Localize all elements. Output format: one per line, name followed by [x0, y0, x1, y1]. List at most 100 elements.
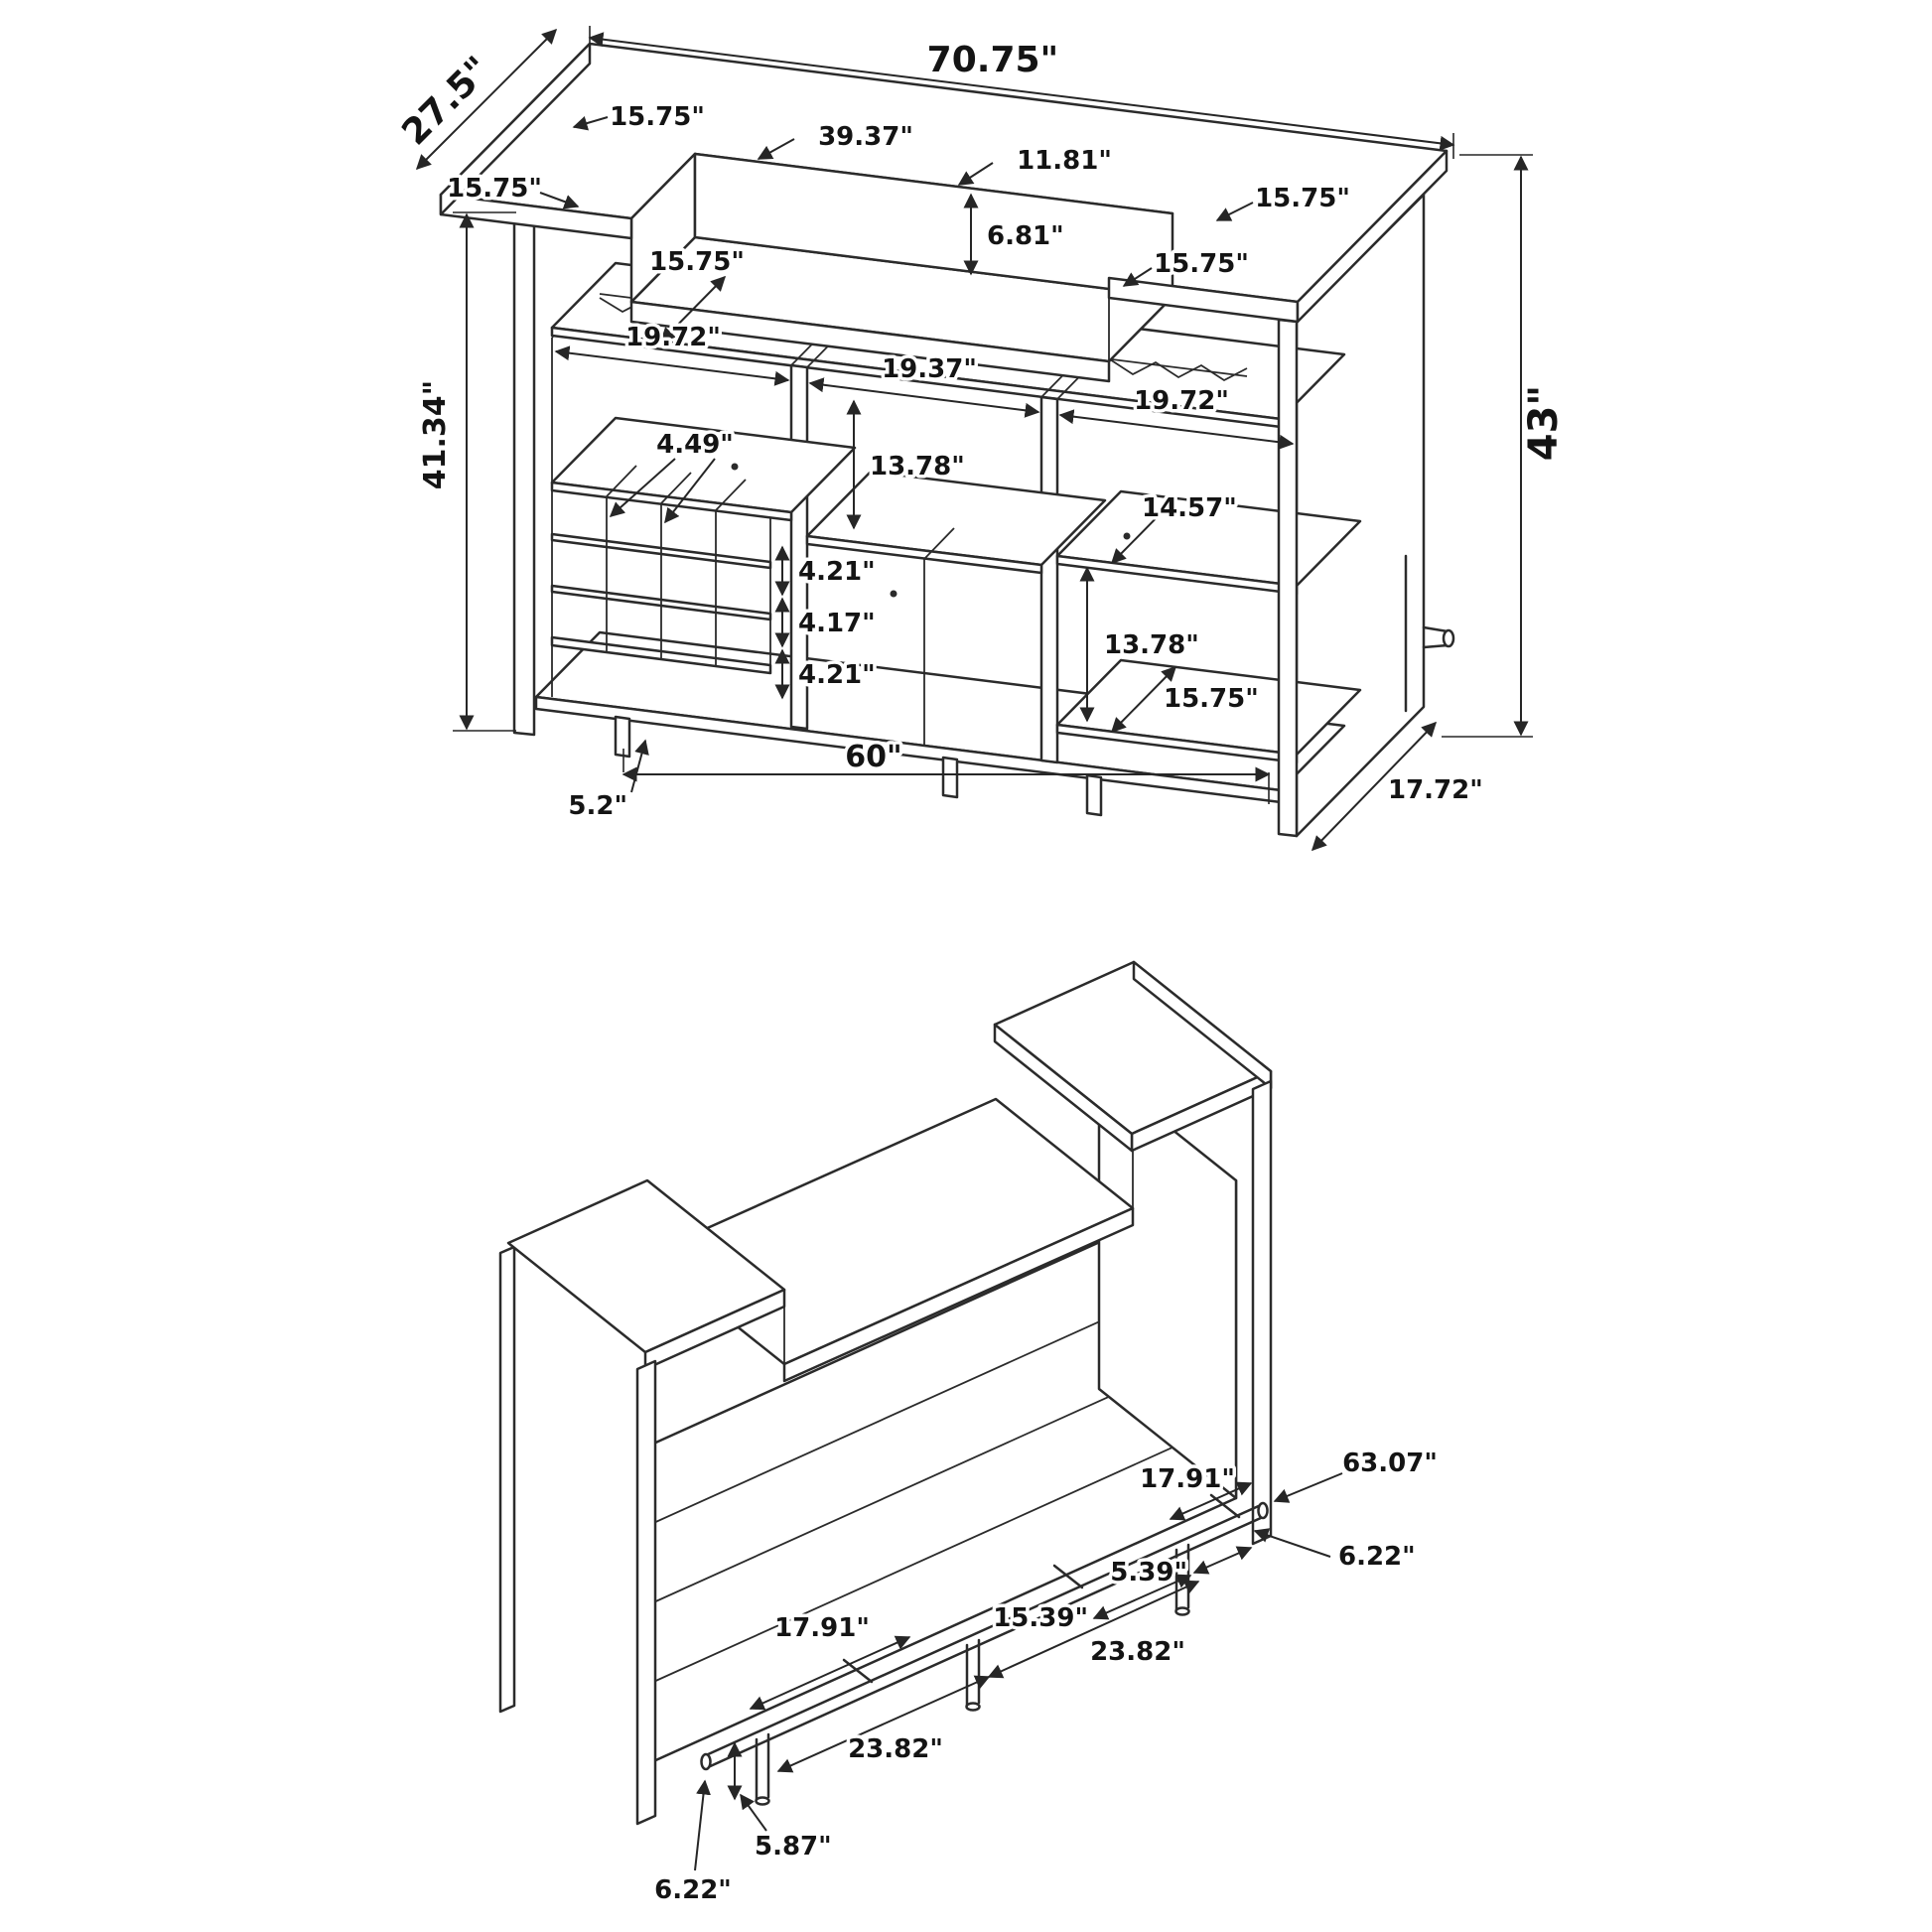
dim-label: 4.49" [656, 430, 734, 460]
middle-lower-divider [923, 527, 955, 746]
ledge-front-face [629, 300, 1111, 383]
dim-label: 6.81" [987, 221, 1064, 251]
dim-label: 5.87" [755, 1832, 832, 1862]
dim-line [808, 377, 1040, 418]
dim-label: 23.82" [848, 1734, 943, 1764]
post-base [965, 1702, 981, 1712]
dim-label: 41.34" [418, 380, 453, 490]
counter-right-side-face [1296, 149, 1449, 324]
dim-label: 63.07" [1342, 1449, 1438, 1478]
dim-line [554, 345, 790, 386]
dim-label: 15.75" [1164, 684, 1259, 714]
dim-line [1311, 721, 1438, 852]
dim-label: 19.72" [1134, 386, 1229, 416]
dim-label: 15.75" [1255, 184, 1350, 213]
dim-label: 5.2" [568, 791, 627, 821]
dim-post-height: 5.87" [727, 1741, 835, 1865]
leader [539, 192, 580, 209]
post-base [755, 1796, 770, 1806]
dim-left-end-spacing: 17.91" [749, 1610, 911, 1711]
bolt-dot [1123, 532, 1131, 540]
foot-left [614, 715, 631, 759]
dim-label: 15.75" [610, 102, 705, 132]
post-base [1174, 1606, 1190, 1616]
dim-right-end-width: 15.75" [1215, 181, 1353, 221]
dim-line [588, 32, 1455, 151]
extension-ticks [1442, 154, 1533, 738]
dim-overall-height: 43" [1442, 154, 1571, 738]
extension-ticks [453, 211, 516, 732]
leader [757, 138, 795, 160]
bottom-view-rear-drawing: 17.91" 63.07" 5.39" 15.39" 6.22" 23.82" … [498, 960, 1441, 1909]
dim-line [1110, 665, 1177, 734]
dim-line [1110, 496, 1177, 565]
dim-right-end-spacing: 17.91" [1137, 1461, 1253, 1521]
peg-bottom-line [1422, 643, 1449, 649]
leader [1273, 1472, 1343, 1503]
dim-left-post-spacing: 23.82" [776, 1675, 991, 1773]
right-front-leg [1277, 318, 1299, 838]
dim-label: 4.21" [798, 660, 876, 690]
leader-1 [609, 458, 676, 517]
dim-cubby-row-bottom: 4.21" [774, 648, 879, 700]
dim-cubby-row-top: 4.21" [774, 545, 879, 597]
dim-cubby-width: 4.49" [609, 427, 737, 524]
dim-line [987, 1580, 1200, 1679]
rail-post-left [755, 1732, 770, 1806]
dim-label: 17.91" [1140, 1464, 1235, 1494]
dim-label: 43" [1521, 385, 1567, 462]
dim-line [415, 28, 558, 171]
post-lines [755, 1732, 770, 1804]
dim-label: 17.72" [1388, 775, 1483, 805]
rail-right-end [1257, 1501, 1269, 1520]
leader [694, 1779, 711, 1871]
cubby-divider-depth-edges [606, 465, 747, 511]
dim-back-left-section: 15.75" [572, 99, 708, 136]
bolt-dot [731, 463, 739, 471]
middle-shelf-surface [805, 470, 1107, 567]
dim-right-shelf-depth: 14.57" [1110, 490, 1240, 565]
dim-label: 15.39" [993, 1603, 1088, 1633]
dim-label: 13.78" [1104, 630, 1199, 660]
dim-middle-opening-width: 19.37" [808, 351, 1040, 418]
dim-line [776, 1675, 991, 1773]
footrest-peg [1422, 625, 1455, 649]
wine-cubby-grid [550, 465, 772, 675]
left-front-post [512, 212, 536, 737]
leader [740, 1793, 767, 1832]
dim-label: 60" [845, 740, 901, 774]
dim-line [659, 275, 727, 344]
dim-label: 15.75" [1154, 249, 1249, 279]
dim-label: 6.22" [1338, 1542, 1416, 1572]
dim-label: 27.5" [394, 49, 498, 153]
dim-body-height: 41.34" [415, 211, 516, 732]
peg-top-line [1422, 625, 1449, 633]
dim-line [1192, 1546, 1253, 1575]
leader [1122, 267, 1153, 287]
dim-left-opening-width: 19.72" [554, 320, 790, 386]
dim-label: 11.81" [1017, 146, 1112, 176]
dim-cubby-row-mid: 4.17" [774, 597, 879, 648]
leader-2 [664, 458, 716, 524]
dim-label: 13.78" [870, 452, 965, 482]
dim-right-bracket-length: 6.22" [1253, 1528, 1419, 1576]
left-front-leg [635, 1359, 657, 1826]
right-front-leg [1251, 1079, 1273, 1546]
dim-label: 19.37" [882, 354, 977, 384]
dim-middle-section-width: 39.37" [757, 119, 916, 160]
dim-right-post-spacing: 23.82" [987, 1580, 1200, 1679]
dim-left-bracket-length: 6.22" [651, 1779, 735, 1909]
dim-label: 70.75" [927, 40, 1059, 80]
dim-label: 4.21" [798, 557, 876, 587]
leader [1215, 202, 1254, 221]
dim-rail-length: 63.07" [1273, 1446, 1441, 1503]
foot-right [1085, 773, 1103, 817]
dim-right-end-depth: 15.75" [1122, 246, 1252, 287]
dim-left-end-width: 15.75" [444, 171, 580, 209]
dim-overall-width: 70.75" [588, 26, 1455, 159]
dim-label: 15.75" [447, 174, 542, 204]
middle-shelf-front [805, 534, 1043, 575]
dim-right-opening-width: 19.72" [1058, 383, 1295, 450]
